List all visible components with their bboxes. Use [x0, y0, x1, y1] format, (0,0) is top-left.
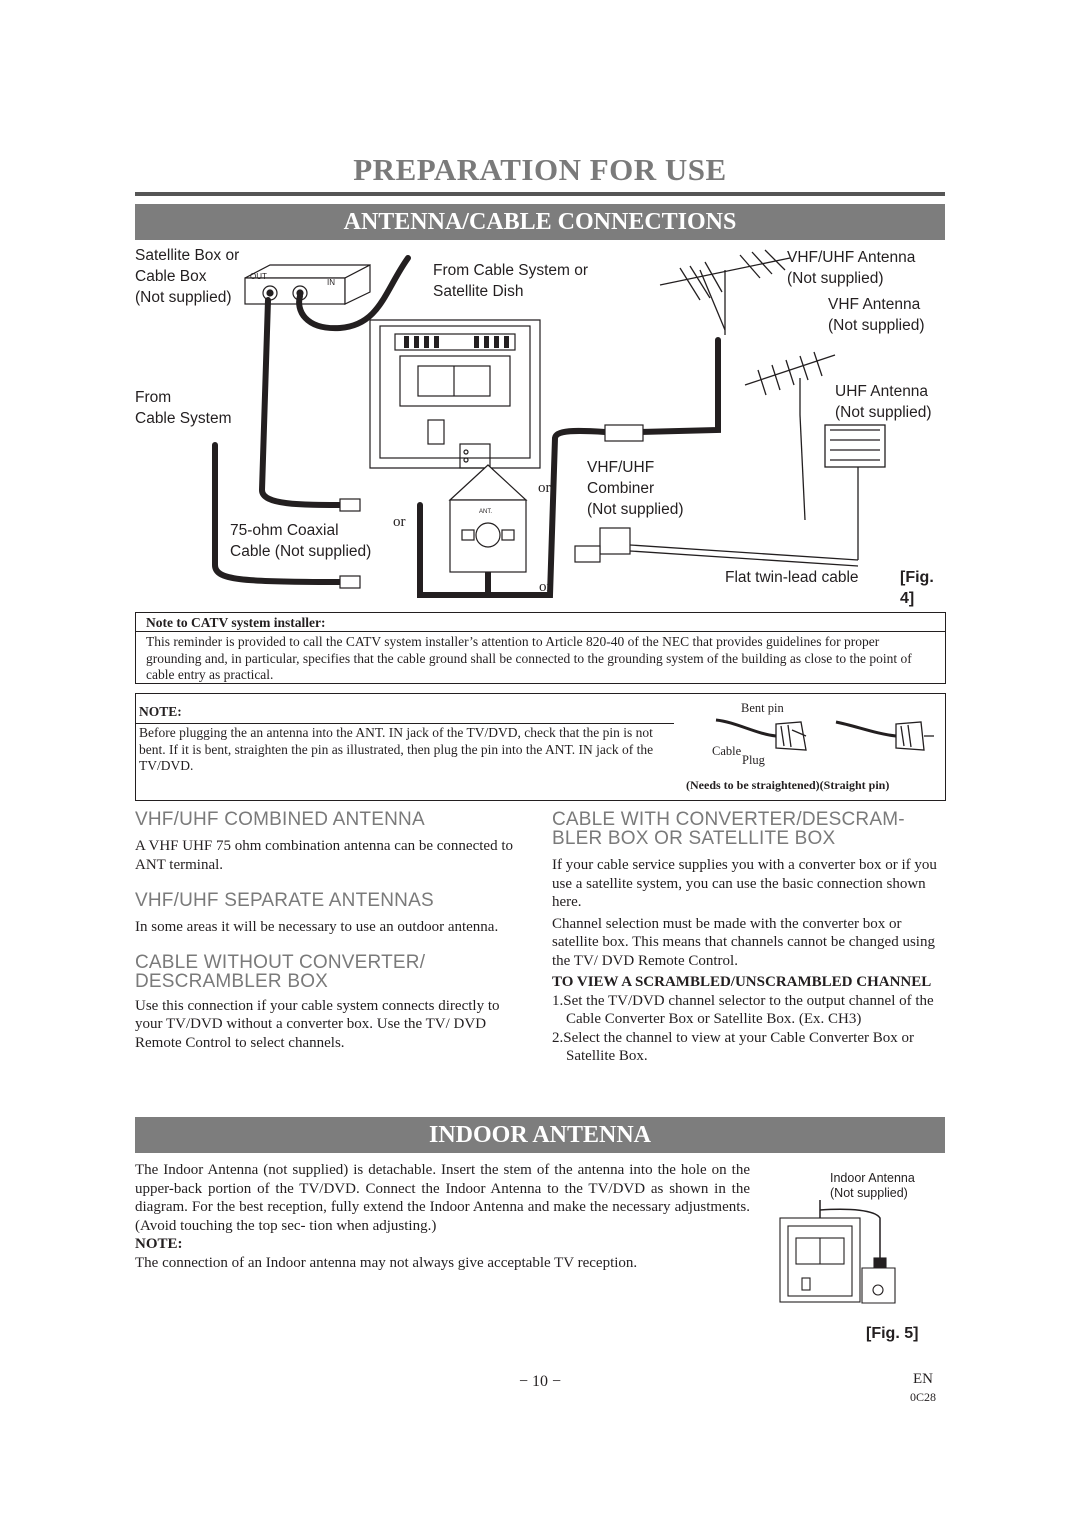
label-vhf-uhf-antenna: VHF/UHF Antenna (Not supplied) — [787, 247, 915, 289]
label-uhf-antenna: UHF Antenna (Not supplied) — [835, 381, 932, 423]
vhf-antenna-icon — [744, 351, 836, 415]
pin-cable-label: Cable — [712, 744, 742, 758]
label-twin-lead: Flat twin-lead cable — [725, 569, 859, 586]
step-1: 1.Set the TV/DVD channel selector to the… — [552, 992, 934, 1028]
heading-no-converter-2: DESCRAMBLER BOX — [135, 970, 329, 992]
label-line: Cable Box — [135, 268, 207, 285]
indoor-note-title: NOTE: — [135, 1236, 183, 1252]
catv-note-body: This reminder is provided to call the CA… — [146, 634, 912, 682]
label-ant: ANT. — [479, 509, 493, 515]
label-line: VHF/UHF Antenna — [787, 249, 916, 266]
vhf-uhf-antenna-icon — [659, 249, 791, 335]
label-line: (Not supplied) — [835, 404, 932, 421]
label-line: (Not supplied) — [828, 317, 925, 334]
section-bar-antenna-cable: ANTENNA/CABLE CONNECTIONS — [135, 204, 945, 240]
title-rule — [135, 192, 945, 196]
label-in: IN — [327, 278, 335, 287]
pin-illustration — [715, 718, 934, 751]
bent-plug-icon — [715, 718, 777, 738]
combined-antenna-text: A VHF UHF 75 ohm combination antenna can… — [135, 838, 513, 873]
label-coaxial-cable: 75-ohm Coaxial Cable (Not supplied) — [230, 520, 371, 562]
separate-antennas-text: In some areas it will be necessary to us… — [135, 919, 499, 935]
label-or-coaxial: or — [393, 514, 406, 530]
label-from-cable-or-dish: From Cable System or Satellite Dish — [433, 260, 588, 302]
vhf-antenna-lead — [637, 337, 721, 435]
pin-note-title: NOTE: — [136, 702, 674, 724]
label-line: Satellite Box or — [135, 247, 240, 264]
page-number: − 10 − — [518, 1373, 562, 1390]
catv-note-box: Note to CATV system installer: This remi… — [135, 612, 946, 684]
figure-4-label: [Fig. 4] — [900, 569, 934, 607]
label-line: Indoor Antenna — [830, 1171, 915, 1185]
catv-note-title: Note to CATV system installer: — [146, 615, 326, 630]
figure-5-label: [Fig. 5] — [866, 1325, 919, 1342]
language-code: EN — [913, 1371, 933, 1387]
cable-from-cable-system — [212, 442, 343, 585]
scrambled-heading: TO VIEW A SCRAMBLED/UNSCRAMBLED CHANNEL — [552, 974, 932, 990]
converter-para-1: If your cable service supplies you with … — [552, 857, 937, 910]
indoor-note-body: The connection of an Indoor antenna may … — [135, 1254, 638, 1271]
label-line: From Cable System or — [433, 262, 589, 279]
label-or-bottom: or — [539, 579, 552, 595]
label-line: VHF/UHF — [587, 459, 655, 476]
heading-with-converter-2: BLER BOX OR SATELLITE BOX — [552, 828, 836, 849]
heading-separate-antennas: VHF/UHF SEPARATE ANTENNAS — [135, 890, 434, 911]
cable-ant-to-tv — [417, 427, 608, 598]
bent-pin-label: Bent pin — [741, 701, 784, 715]
ant-jack-closeup — [448, 464, 528, 573]
label-line: (Not supplied) — [830, 1186, 908, 1200]
label-line: (Not supplied) — [135, 289, 232, 306]
label-from-cable-system: From Cable System — [135, 387, 231, 429]
heading-with-converter-1: CABLE WITH CONVERTER/DESCRAM- — [552, 809, 905, 830]
combiner-connector — [604, 424, 644, 442]
label-vhf-antenna: VHF Antenna (Not supplied) — [828, 294, 925, 336]
left-column: VHF/UHF COMBINED ANTENNA A VHF UHF 75 oh… — [135, 810, 525, 1052]
figure-4-diagram: Satellite Box or Cable Box (Not supplied… — [135, 245, 945, 607]
label-line: Combiner — [587, 480, 655, 497]
label-line: (Not supplied) — [787, 270, 884, 287]
label-line: (Not supplied) — [587, 501, 684, 518]
heading-no-converter-1: CABLE WITHOUT CONVERTER/ — [135, 951, 426, 973]
right-column: CABLE WITH CONVERTER/DESCRAM- BLER BOX O… — [552, 810, 945, 1066]
cable-sat-out — [258, 297, 348, 508]
document-code: 0C28 — [910, 1390, 937, 1404]
indoor-antenna-text: The Indoor Antenna (not supplied) is det… — [135, 1161, 750, 1272]
straight-plug-icon — [835, 720, 897, 738]
label-line: From — [135, 389, 172, 406]
pin-note-box: NOTE: Before plugging the an antenna int… — [135, 693, 946, 801]
label-line: 75-ohm Coaxial — [230, 522, 339, 539]
coax-connector-2 — [339, 575, 361, 589]
combiner-body — [599, 527, 631, 555]
label-out: OUT — [250, 272, 267, 281]
indoor-antenna-body: The Indoor Antenna (not supplied) is det… — [135, 1162, 750, 1234]
section-bar-indoor-antenna: INDOOR ANTENNA — [135, 1117, 945, 1153]
label-satellite-box: Satellite Box or Cable Box (Not supplied… — [135, 245, 239, 308]
cable-from-dish — [296, 255, 411, 332]
tv-back-outline — [369, 319, 541, 469]
pin-note-body: Before plugging the an antenna into the … — [139, 725, 654, 773]
step-2: 2.Select the channel to view at your Cab… — [552, 1029, 914, 1065]
label-indoor-antenna: Indoor Antenna (Not supplied) — [830, 1171, 915, 1201]
label-line: Cable (Not supplied) — [230, 543, 372, 560]
label-line: Cable System — [135, 410, 232, 427]
no-converter-text: Use this connection if your cable system… — [135, 997, 500, 1051]
heading-combined-antenna: VHF/UHF COMBINED ANTENNA — [135, 809, 425, 830]
label-or-combiner: or — [538, 480, 551, 496]
converter-para-2: Channel selection must be made with the … — [552, 915, 935, 969]
label-line: UHF Antenna — [835, 383, 929, 400]
label-line: Satellite Dish — [433, 283, 524, 300]
label-combiner: VHF/UHF Combiner (Not supplied) — [587, 457, 684, 520]
pin-caption: (Needs to be straightened)(Straight pin) — [686, 778, 890, 792]
coax-connector-1 — [339, 498, 361, 512]
uhf-antenna-icon — [629, 414, 886, 567]
connection-diagram-svg — [212, 249, 886, 598]
page-title: PREPARATION FOR USE — [353, 152, 727, 187]
label-line: VHF Antenna — [828, 296, 921, 313]
indoor-antenna-diagram — [779, 1200, 896, 1304]
pin-plug-label: Plug — [742, 753, 765, 767]
